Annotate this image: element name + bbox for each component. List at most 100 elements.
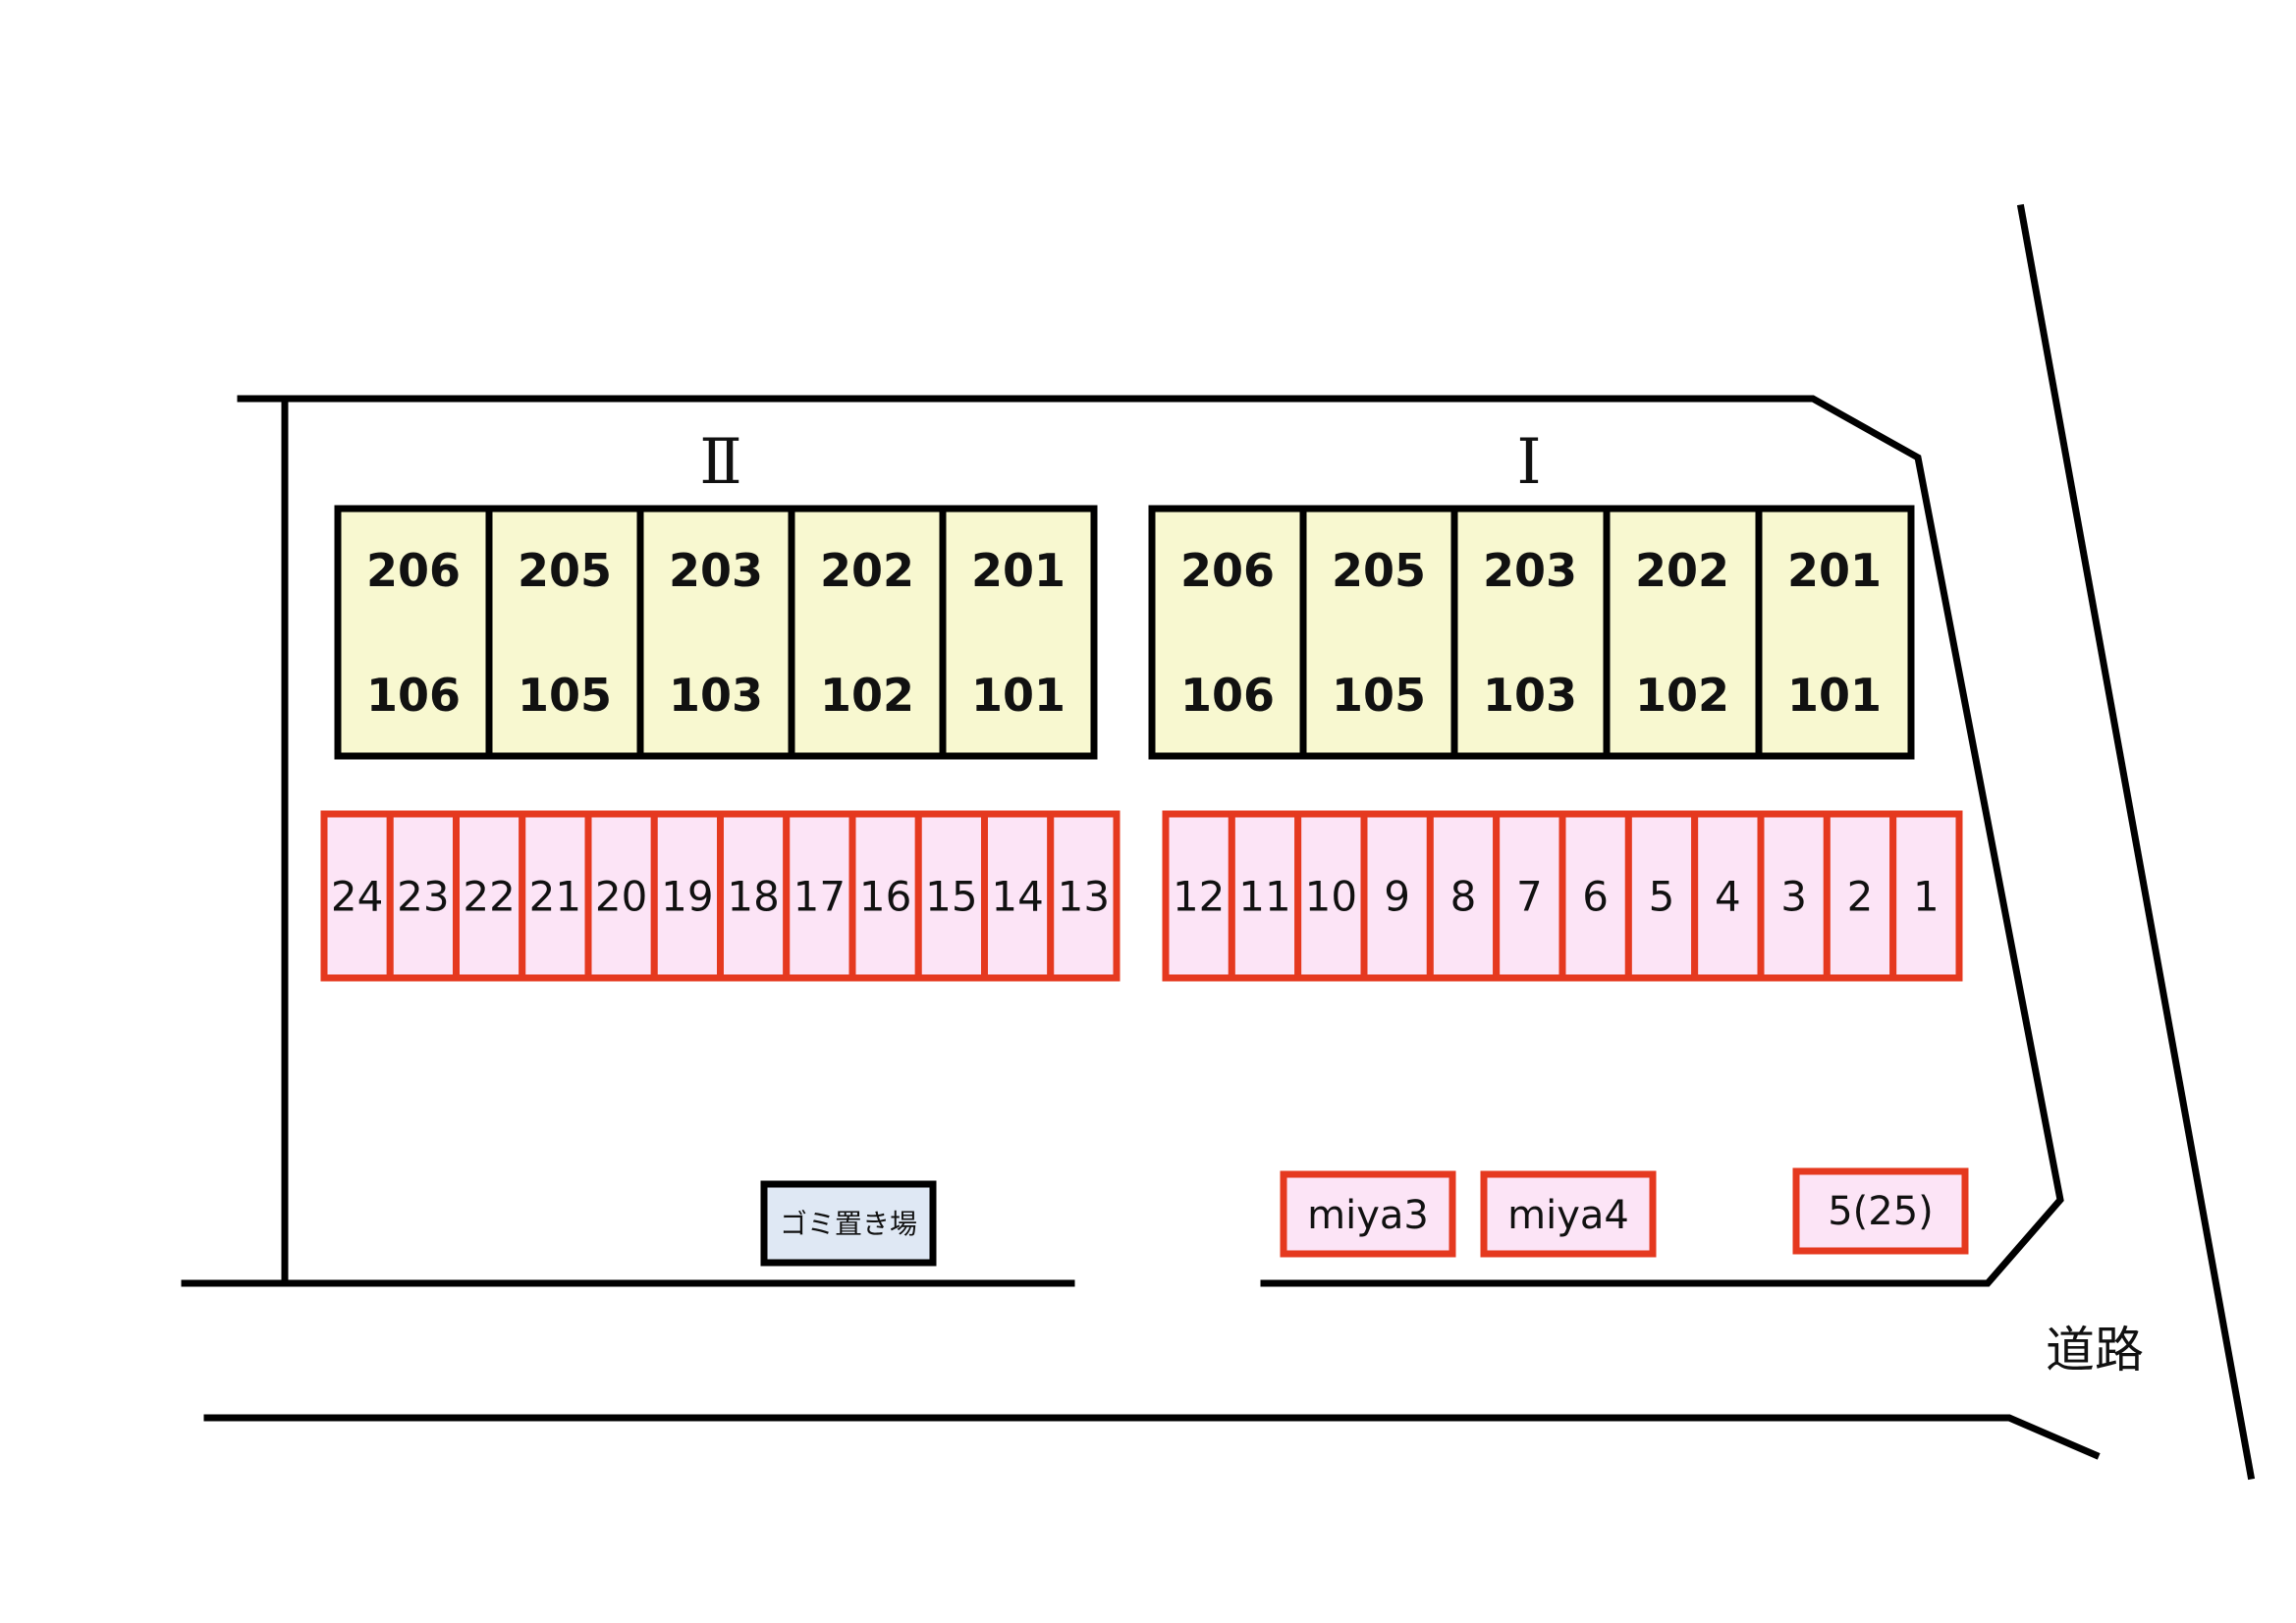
parking-space-box [519,810,592,982]
parking-space: 6 [1558,810,1632,982]
extra-space-label: miya3 [1307,1193,1429,1238]
parking-space-number: 9 [1384,873,1410,921]
unit-lower: 102 [1635,669,1729,722]
parking-space-number: 7 [1516,873,1543,921]
parking-space: 14 [981,810,1055,982]
parking-space: 2 [1823,810,1897,982]
unit-lower: 105 [518,669,612,722]
unit-lower: 101 [971,669,1066,722]
parking-space: 20 [584,810,658,982]
parking-space-number: 12 [1173,873,1225,921]
boundary-lines [181,203,2256,1481]
unit-upper: 203 [669,544,763,597]
unit-upper: 203 [1483,544,1577,597]
unit-upper: 201 [971,544,1066,597]
parking-space-box [1294,810,1368,982]
parking-space-number: 1 [1913,873,1940,921]
building-2: 206 106 205 105 203 103 202 102 201 101 [334,505,1098,760]
parking-space-box [1493,810,1566,982]
parking-space: 4 [1691,810,1765,982]
building-label-1: Ⅰ [1516,426,1541,499]
site-boundary-top-right [237,395,2064,1287]
extra-space-miya4: miya4 [1480,1170,1657,1258]
unit-lower: 102 [820,669,914,722]
parking-space: 13 [1047,810,1121,982]
parking-space-box [1889,810,1963,982]
parking-space-number: 23 [397,873,449,921]
building-1: 206 106 205 105 203 103 202 102 201 101 [1148,505,1915,760]
extra-space-miya3: miya3 [1280,1170,1456,1258]
parking-space-number: 15 [925,873,977,921]
parking-space-number: 5 [1649,873,1675,921]
parking-space: 18 [717,810,791,982]
parking-space: 12 [1162,810,1235,982]
parking-space-number: 10 [1305,873,1357,921]
parking-space-number: 17 [793,873,846,921]
garbage-area-box [760,1180,937,1267]
parking-space-number: 16 [859,873,911,921]
parking-space-number: 3 [1780,873,1807,921]
parking-space-number: 24 [331,873,383,921]
extra-space-box [1280,1170,1456,1258]
unit-upper: 206 [1180,544,1275,597]
parking-space-number: 19 [661,873,713,921]
parking-space-number: 4 [1715,873,1741,921]
parking-space-number: 8 [1450,873,1477,921]
parking-space: 8 [1426,810,1501,982]
parking-space: 22 [453,810,526,982]
unit-upper: 206 [366,544,461,597]
parking-space: 17 [783,810,856,982]
parking-space: 19 [650,810,724,982]
road-edge-right [2016,203,2256,1481]
extra-space-label: 5(25) [1828,1189,1934,1234]
parking-space-number: 14 [991,873,1043,921]
building-1-outline [1148,505,1915,760]
parking-space: 21 [519,810,592,982]
extra-space-box [1792,1167,1969,1255]
parking-space: 23 [386,810,460,982]
parking-space-number: 11 [1238,873,1290,921]
road-edge-bottom [203,1414,2101,1460]
parking-space-box [981,810,1055,982]
extra-space-label: miya4 [1507,1193,1629,1238]
parking-space-box [1823,810,1897,982]
unit-lower: 103 [1483,669,1577,722]
unit-lower: 106 [366,669,461,722]
parking-space-box [1047,810,1121,982]
garbage-area: ゴミ置き場 [760,1180,937,1267]
parking-space: 10 [1294,810,1368,982]
parking-space-box [717,810,791,982]
unit-lower: 101 [1787,669,1882,722]
parking-space-number: 2 [1847,873,1874,921]
unit-lower: 105 [1332,669,1426,722]
unit-upper: 202 [820,544,914,597]
unit-upper: 205 [518,544,612,597]
parking-space-box [1757,810,1831,982]
parking-space-number: 6 [1582,873,1609,921]
parking-space-number: 20 [595,873,647,921]
parking-space-number: 13 [1058,873,1110,921]
parking-space: 5 [1624,810,1699,982]
parking-space: 24 [320,810,394,982]
parking-space-number: 22 [463,873,515,921]
parking-space-box [584,810,658,982]
unit-upper: 205 [1332,544,1426,597]
road-label: 道路 [2046,1322,2144,1379]
extra-space-5-25: 5(25) [1792,1167,1969,1255]
unit-lower: 106 [1180,669,1275,722]
parking-space: 1 [1889,810,1963,982]
parking-space-box [1228,810,1302,982]
building-2-outline [334,505,1098,760]
garbage-area-label: ゴミ置き場 [780,1208,917,1240]
parking-space-number: 18 [727,873,779,921]
parking-space-box [1360,810,1434,982]
parking-space: 9 [1360,810,1434,982]
unit-upper: 201 [1787,544,1882,597]
parking-space: 3 [1757,810,1831,982]
parking-space-box [453,810,526,982]
parking-space: 15 [914,810,988,982]
parking-space: 7 [1493,810,1566,982]
